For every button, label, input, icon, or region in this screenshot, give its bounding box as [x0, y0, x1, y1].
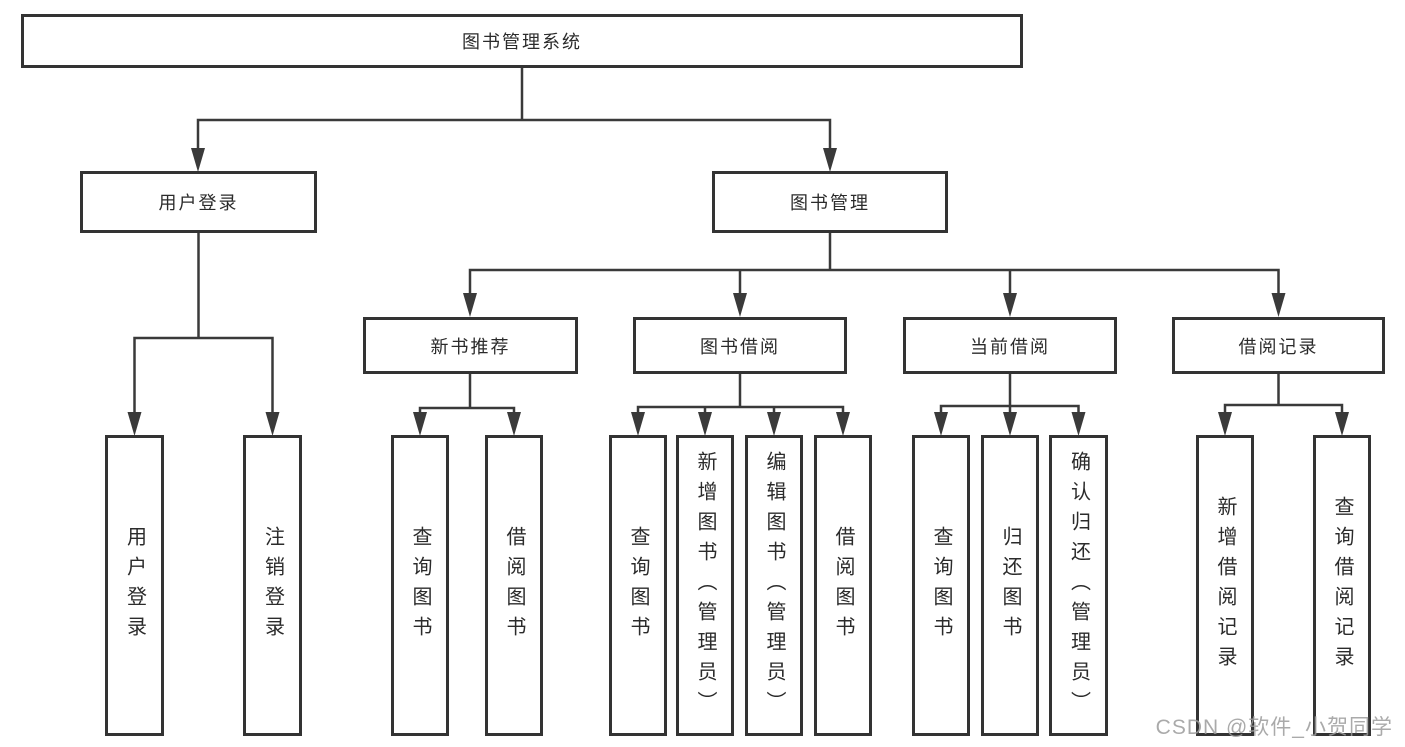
node-book-borrow: 图书借阅: [633, 317, 847, 374]
node-new-book-recommend: 新书推荐: [363, 317, 578, 374]
leaf-add-borrow-record: 新增借阅记录: [1196, 435, 1254, 736]
node-borrow-records-label: 借阅记录: [1238, 336, 1319, 357]
leaf-return-books-label: 归还图书: [999, 525, 1021, 646]
node-current-borrow: 当前借阅: [903, 317, 1117, 374]
node-borrow-records: 借阅记录: [1172, 317, 1385, 374]
leaf-query-books-borrow-label: 查询图书: [627, 525, 649, 646]
node-book-management: 图书管理: [712, 171, 948, 233]
leaf-borrow-books-recommend: 借阅图书: [485, 435, 543, 736]
leaf-user-login-label: 用户登录: [123, 525, 146, 646]
watermark: CSDN @软件_小贺同学: [1155, 716, 1393, 739]
leaf-edit-books-admin-label: 编辑图书（管理员）: [763, 450, 785, 721]
leaf-add-books-admin-label: 新增图书（管理员）: [694, 450, 716, 721]
leaf-query-borrow-record: 查询借阅记录: [1313, 435, 1371, 736]
leaf-query-books-current-label: 查询图书: [930, 525, 952, 646]
leaf-borrow-books-borrow-label: 借阅图书: [832, 525, 854, 646]
leaf-add-borrow-record-label: 新增借阅记录: [1214, 495, 1236, 676]
leaf-borrow-books-recommend-label: 借阅图书: [503, 525, 525, 646]
node-book-borrow-label: 图书借阅: [700, 336, 780, 357]
leaf-query-borrow-record-label: 查询借阅记录: [1331, 495, 1353, 676]
leaf-logout: 注销登录: [243, 435, 302, 736]
node-book-management-label: 图书管理: [790, 193, 870, 213]
leaf-edit-books-admin: 编辑图书（管理员）: [745, 435, 803, 736]
leaf-return-books: 归还图书: [981, 435, 1039, 736]
leaf-confirm-return-admin-label: 确认归还（管理员）: [1067, 450, 1090, 721]
leaf-borrow-books-borrow: 借阅图书: [814, 435, 872, 736]
leaf-query-books-recommend: 查询图书: [391, 435, 449, 736]
node-user-login: 用户登录: [80, 171, 317, 233]
leaf-user-login: 用户登录: [105, 435, 164, 736]
node-new-book-recommend-label: 新书推荐: [430, 336, 511, 357]
leaf-confirm-return-admin: 确认归还（管理员）: [1049, 435, 1108, 736]
node-current-borrow-label: 当前借阅: [970, 336, 1050, 357]
node-user-login-label: 用户登录: [158, 193, 239, 213]
leaf-query-books-current: 查询图书: [912, 435, 970, 736]
leaf-add-books-admin: 新增图书（管理员）: [676, 435, 734, 736]
node-root: 图书管理系统: [21, 14, 1023, 68]
node-root-label: 图书管理系统: [462, 32, 582, 52]
leaf-query-books-recommend-label: 查询图书: [409, 525, 431, 646]
leaf-logout-label: 注销登录: [261, 525, 284, 646]
leaf-query-books-borrow: 查询图书: [609, 435, 667, 736]
